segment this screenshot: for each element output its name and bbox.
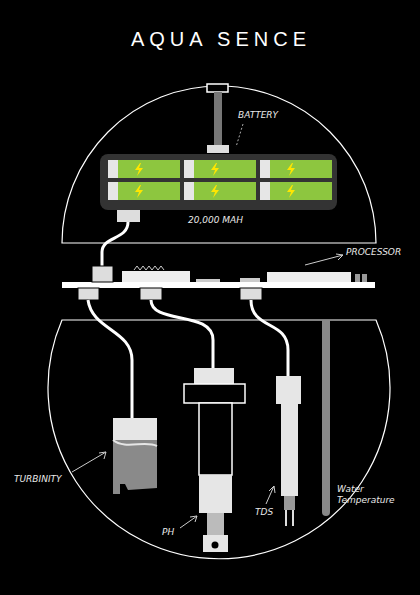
part-label: BATTERY <box>238 110 298 121</box>
connector <box>207 145 229 153</box>
capacity-label: 20,000 MAH <box>188 215 258 226</box>
leader-line <box>266 486 274 504</box>
sensor-label: TDS <box>255 507 285 518</box>
tds-probe <box>276 376 301 526</box>
connector <box>78 288 99 300</box>
connector <box>92 266 113 282</box>
wire <box>102 222 128 266</box>
component <box>240 278 260 282</box>
battery-pack <box>100 154 337 210</box>
processor-chip <box>267 272 351 282</box>
connector <box>240 288 262 300</box>
sensor-label: PH <box>162 527 192 538</box>
arrow-head <box>99 452 106 459</box>
temperature-probe <box>322 320 330 516</box>
leader-line <box>72 452 106 472</box>
sensor-label: Water Temperature <box>337 484 409 506</box>
wire <box>251 300 288 376</box>
part-label: PROCESSOR <box>346 247 416 258</box>
arrow-head <box>269 486 275 493</box>
connector <box>117 210 140 222</box>
battery-cells <box>108 160 332 200</box>
upper-dome <box>62 86 376 243</box>
connector <box>140 288 162 300</box>
wire <box>151 300 213 368</box>
arrow-head <box>336 254 343 260</box>
top-cap <box>207 84 228 92</box>
turbidity-sensor <box>113 418 157 494</box>
component <box>196 279 220 282</box>
ph-probe <box>184 368 245 552</box>
component <box>355 274 360 282</box>
circuit-board <box>62 282 375 288</box>
sensor-label: TURBINITY <box>14 474 84 485</box>
component <box>362 274 367 282</box>
leader-line <box>180 516 197 528</box>
leader-line <box>236 124 243 147</box>
pins <box>134 266 164 270</box>
lower-housing <box>48 320 390 559</box>
arrow-head <box>190 516 197 522</box>
stem <box>214 92 222 145</box>
diagram-title: AQUA SENCE <box>26 28 416 51</box>
wire <box>88 300 132 418</box>
leader-line <box>305 255 343 265</box>
chip <box>122 271 190 282</box>
